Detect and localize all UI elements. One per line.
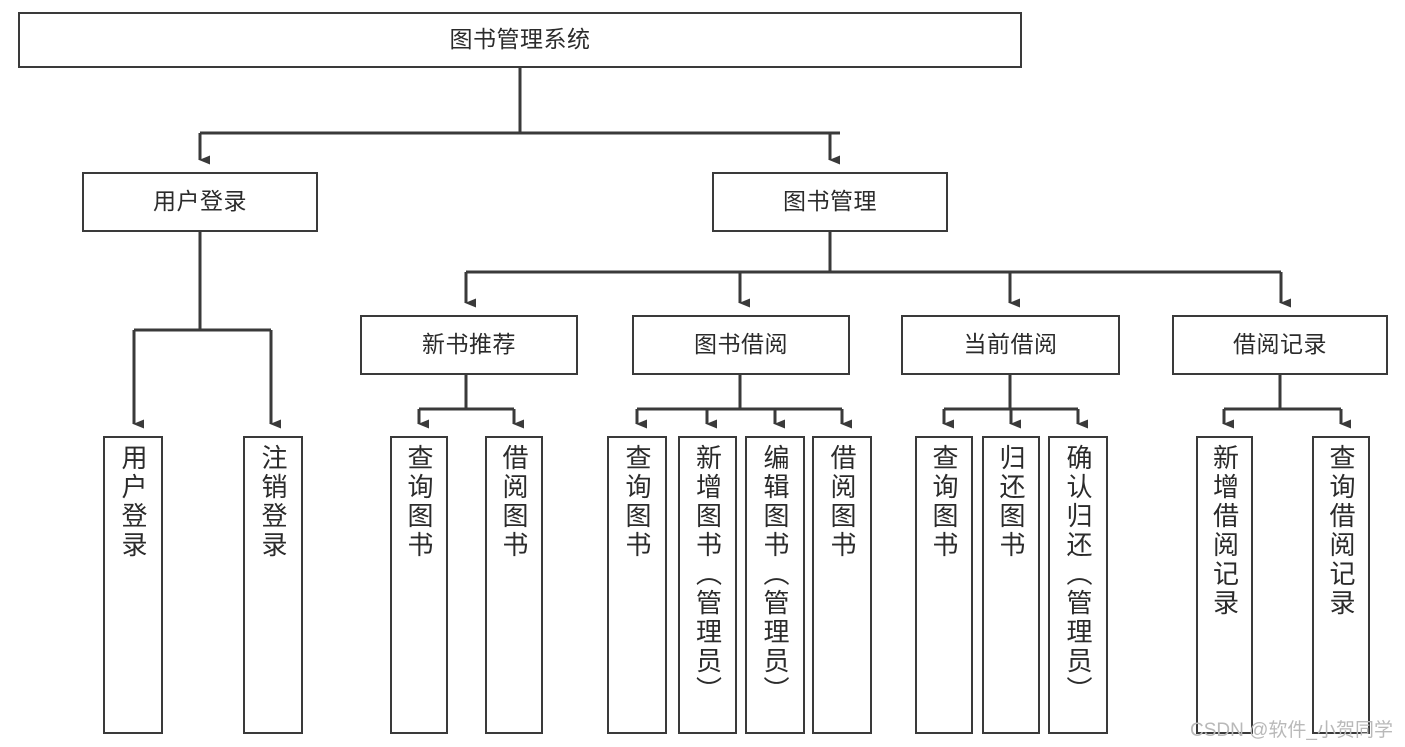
node-label: 查询借阅记录 bbox=[1326, 444, 1356, 618]
node-user-login[interactable]: 用户登录 bbox=[82, 172, 318, 232]
leaf-edit-book-admin[interactable]: 编辑图书（管理员） bbox=[745, 436, 805, 734]
node-label: 查询图书 bbox=[404, 444, 434, 560]
node-label: 借阅图书 bbox=[827, 444, 857, 560]
csdn-watermark: CSDN @软件_小贺同学 bbox=[1190, 720, 1393, 741]
node-borrow-record[interactable]: 借阅记录 bbox=[1172, 315, 1388, 375]
node-label: 图书借阅 bbox=[694, 331, 788, 358]
node-label: 新书推荐 bbox=[422, 331, 516, 358]
leaf-query-book-borrow[interactable]: 查询图书 bbox=[607, 436, 667, 734]
node-label: 新增图书（管理员） bbox=[692, 444, 723, 705]
leaf-borrow-book-recommend[interactable]: 借阅图书 bbox=[485, 436, 543, 734]
leaf-confirm-return-admin[interactable]: 确认归还（管理员） bbox=[1048, 436, 1108, 734]
node-label: 图书管理系统 bbox=[449, 26, 591, 53]
node-label: 查询图书 bbox=[622, 444, 652, 560]
node-label: 借阅记录 bbox=[1233, 331, 1327, 358]
node-label: 编辑图书（管理员） bbox=[760, 444, 790, 705]
node-label: 注销登录 bbox=[258, 444, 288, 560]
leaf-add-book-admin[interactable]: 新增图书（管理员） bbox=[678, 436, 737, 734]
node-book-management[interactable]: 图书管理 bbox=[712, 172, 948, 232]
node-label: 当前借阅 bbox=[963, 331, 1058, 358]
node-label: 图书管理 bbox=[783, 188, 877, 215]
leaf-return-book[interactable]: 归还图书 bbox=[982, 436, 1040, 734]
leaf-query-borrow-record[interactable]: 查询借阅记录 bbox=[1312, 436, 1370, 734]
leaf-add-borrow-record[interactable]: 新增借阅记录 bbox=[1196, 436, 1253, 734]
node-new-book-recommend[interactable]: 新书推荐 bbox=[360, 315, 578, 375]
leaf-logout[interactable]: 注销登录 bbox=[243, 436, 303, 734]
node-label: 用户登录 bbox=[118, 444, 148, 560]
node-label: 查询图书 bbox=[929, 444, 959, 560]
leaf-borrow-book[interactable]: 借阅图书 bbox=[812, 436, 872, 734]
leaf-query-book-recommend[interactable]: 查询图书 bbox=[390, 436, 448, 734]
node-label: 确认归还（管理员） bbox=[1063, 444, 1093, 705]
node-label: 借阅图书 bbox=[499, 444, 529, 560]
node-label: 用户登录 bbox=[153, 188, 247, 215]
leaf-user-login[interactable]: 用户登录 bbox=[103, 436, 163, 734]
node-current-borrow[interactable]: 当前借阅 bbox=[901, 315, 1120, 375]
leaf-query-book-current[interactable]: 查询图书 bbox=[915, 436, 973, 734]
node-root-system[interactable]: 图书管理系统 bbox=[18, 12, 1022, 68]
node-label: 新增借阅记录 bbox=[1209, 444, 1240, 618]
node-book-borrow[interactable]: 图书借阅 bbox=[632, 315, 850, 375]
node-label: 归还图书 bbox=[996, 444, 1026, 560]
